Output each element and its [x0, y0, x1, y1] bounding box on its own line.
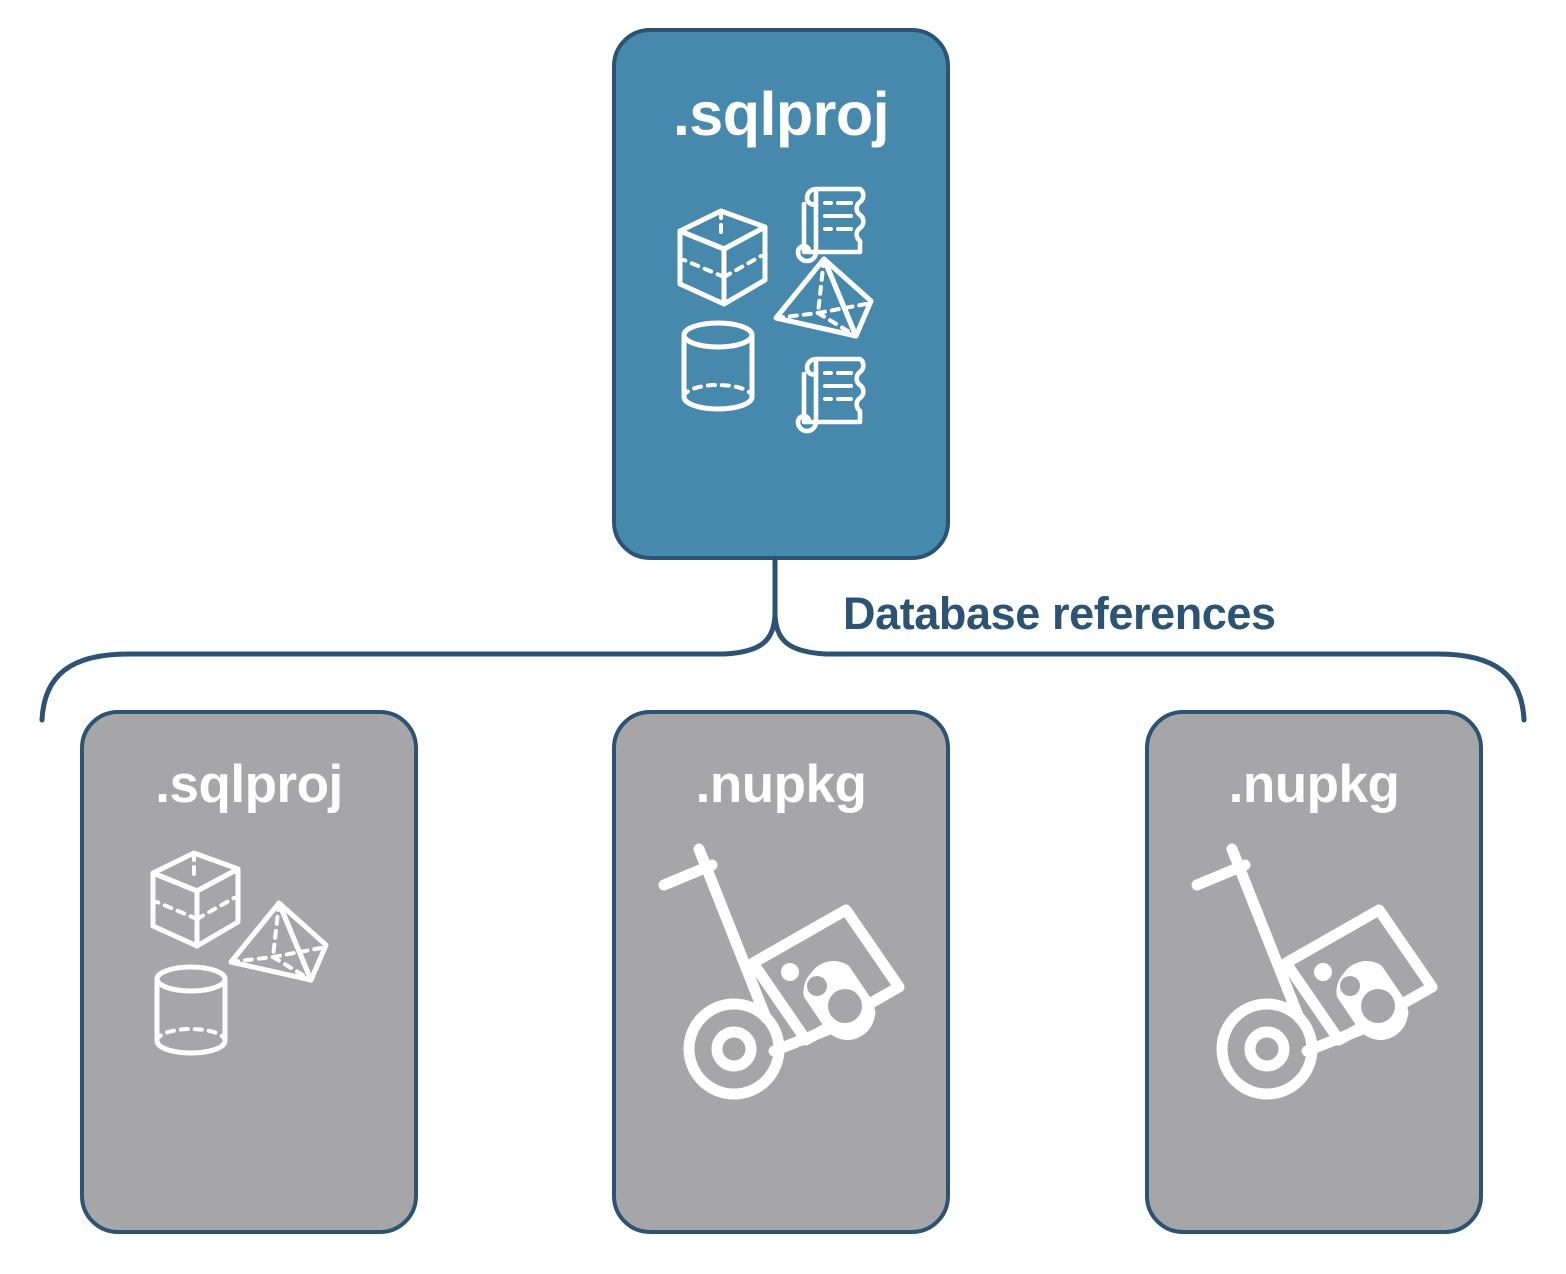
nuget-logo-icon — [781, 961, 875, 1040]
node-reference-3-label: .nupkg — [1228, 755, 1400, 814]
nuget-package-icon — [747, 904, 905, 1046]
node-reference-1-label: .sqlproj — [155, 755, 343, 814]
node-reference-2-label: .nupkg — [695, 755, 867, 814]
connector-label: Database references — [843, 588, 1276, 639]
node-reference-3-icon-group — [1189, 841, 1439, 1106]
node-root-icon-group — [666, 173, 896, 448]
nuget-logo-icon — [1314, 961, 1408, 1040]
pyramid-icon — [773, 256, 874, 339]
pyramid-icon — [228, 900, 329, 983]
node-root-label: .sqlproj — [672, 80, 890, 148]
node-reference-1-icon-group — [139, 841, 359, 1076]
node-reference-nupkg-1[interactable]: .nupkg — [612, 710, 950, 1234]
cube-icon — [150, 850, 241, 949]
cylinder-icon — [681, 320, 755, 412]
node-reference-2-icon-group — [656, 841, 906, 1106]
scroll-icon — [795, 186, 866, 264]
cylinder-icon — [154, 964, 228, 1056]
nuget-package-icon — [1280, 904, 1438, 1046]
cube-icon — [677, 208, 768, 307]
node-reference-sqlproj[interactable]: .sqlproj — [80, 710, 418, 1234]
node-root-sqlproj[interactable]: .sqlproj — [612, 28, 950, 560]
node-reference-nupkg-2[interactable]: .nupkg — [1145, 710, 1483, 1234]
scroll-icon — [795, 356, 866, 434]
